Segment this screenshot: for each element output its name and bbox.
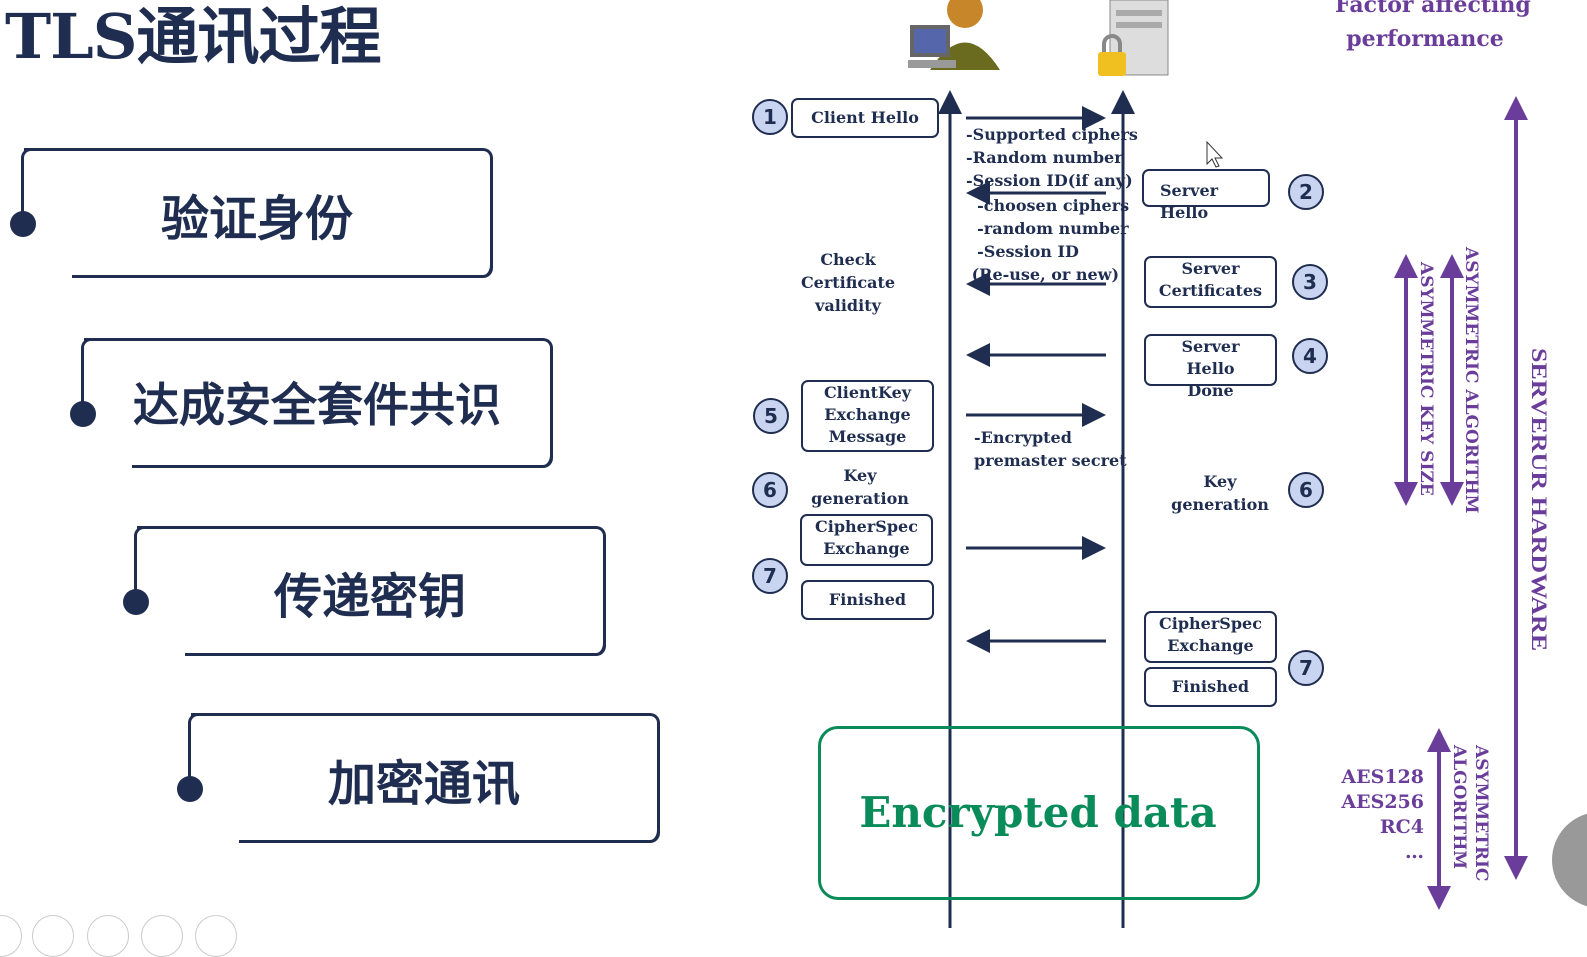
server-hardware-label: SERVERUR HARDWARE [1527,348,1552,652]
premaster-secret-label: -Encrypted premaster secret [974,428,1127,470]
symmetric-algorithm-label: ASYMMETRIC ALGORITHM [1449,745,1491,882]
server-hello-box: Server Hello [1142,169,1270,222]
step-number: 7 [752,558,788,594]
cipher-list: AES128 AES256 RC4 … [1341,766,1424,863]
server-finished-box: Finished [1144,667,1277,707]
client-key-generation: Key generation [811,466,909,508]
step-number: 5 [753,398,789,434]
asymmetric-algorithm-label: ASYMMETRIC ALGORITHM [1461,247,1481,514]
client-icon [908,0,1000,70]
server-hello-params: -choosen ciphers -random number -Session… [971,196,1130,284]
server-key-generation: Key generation [1171,472,1269,514]
asymmetric-key-size-label: ASYMMETRIC KEY SIZE [1416,262,1436,496]
step-number: 6 [752,472,788,508]
step-card-4: 加密通讯 [177,713,660,843]
factor-title: Factor affecting performance [1335,0,1531,52]
step-number: 3 [1292,264,1328,300]
encrypted-data-label: Encrypted data [859,788,1217,837]
bullet-dot [177,776,203,802]
step-number: 1 [752,99,788,135]
step-card-2: 达成安全套件共识 [70,338,553,468]
step-label: 验证身份 [160,191,353,247]
client-cipherspec-box: CipherSpec Exchange [800,514,933,566]
step-number: 7 [1288,650,1324,686]
step-number: 6 [1288,472,1324,508]
step-number: 2 [1288,174,1324,210]
server-certificates-box: Server Certificates [1144,256,1277,308]
client-hello-box: Client Hello [791,98,939,138]
page-title: TLS通讯过程 [5,0,382,73]
client-key-exchange-box: ClientKey Exchange Message [801,380,934,452]
step-card-3: 传递密钥 [123,526,606,656]
step-card-1: 验证身份 [10,148,493,278]
step-label: 达成安全套件共识 [133,378,501,432]
step-number: 4 [1292,338,1328,374]
bullet-dot [70,401,96,427]
client-finished-box: Finished [801,580,934,620]
cursor-icon [1206,140,1224,168]
encrypted-data-box [818,726,1260,900]
server-hello-done-box: Server Hello Done [1144,334,1277,400]
client-hello-params: -Supported ciphers -Random number -Sessi… [966,125,1138,190]
bullet-dot [10,211,36,237]
server-lock-icon [1098,0,1169,76]
check-certificate: Check Certificate validity [800,250,896,315]
step-label: 加密通讯 [327,756,520,812]
bullet-dot [123,589,149,615]
presenter-avatar [1552,813,1587,907]
server-cipherspec-box: CipherSpec Exchange [1144,611,1277,663]
step-label: 传递密钥 [273,569,466,625]
